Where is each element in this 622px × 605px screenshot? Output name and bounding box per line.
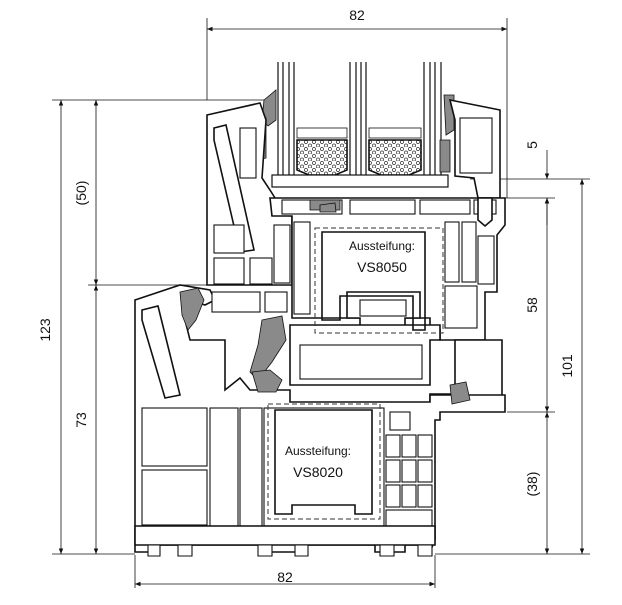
dim-right-small: 5 <box>524 141 540 149</box>
dim-right-lower: (38) <box>524 472 540 497</box>
glazing-panes <box>277 62 442 185</box>
stiffener-lower-code: VS8020 <box>293 464 343 480</box>
dim-top-width: 82 <box>349 7 365 23</box>
stiffener-upper-code: VS8050 <box>357 259 407 275</box>
stiffener-upper-title: Aussteifung: <box>349 239 415 253</box>
dim-right-mid: 58 <box>524 297 540 313</box>
dim-bottom-width: 82 <box>277 569 293 585</box>
frame-seals <box>179 202 471 405</box>
dim-left-total: 123 <box>37 318 53 342</box>
dim-right-total: 101 <box>559 354 575 378</box>
stiffener-upper <box>314 227 444 334</box>
frame-profile <box>134 284 506 557</box>
stiffener-lower <box>267 403 381 520</box>
dim-left-lower: 73 <box>73 412 89 428</box>
sash-profile <box>206 98 506 411</box>
dim-left-upper: (50) <box>73 181 89 206</box>
stiffener-lower-title: Aussteifung: <box>285 444 351 458</box>
spacer-bars <box>271 127 449 188</box>
